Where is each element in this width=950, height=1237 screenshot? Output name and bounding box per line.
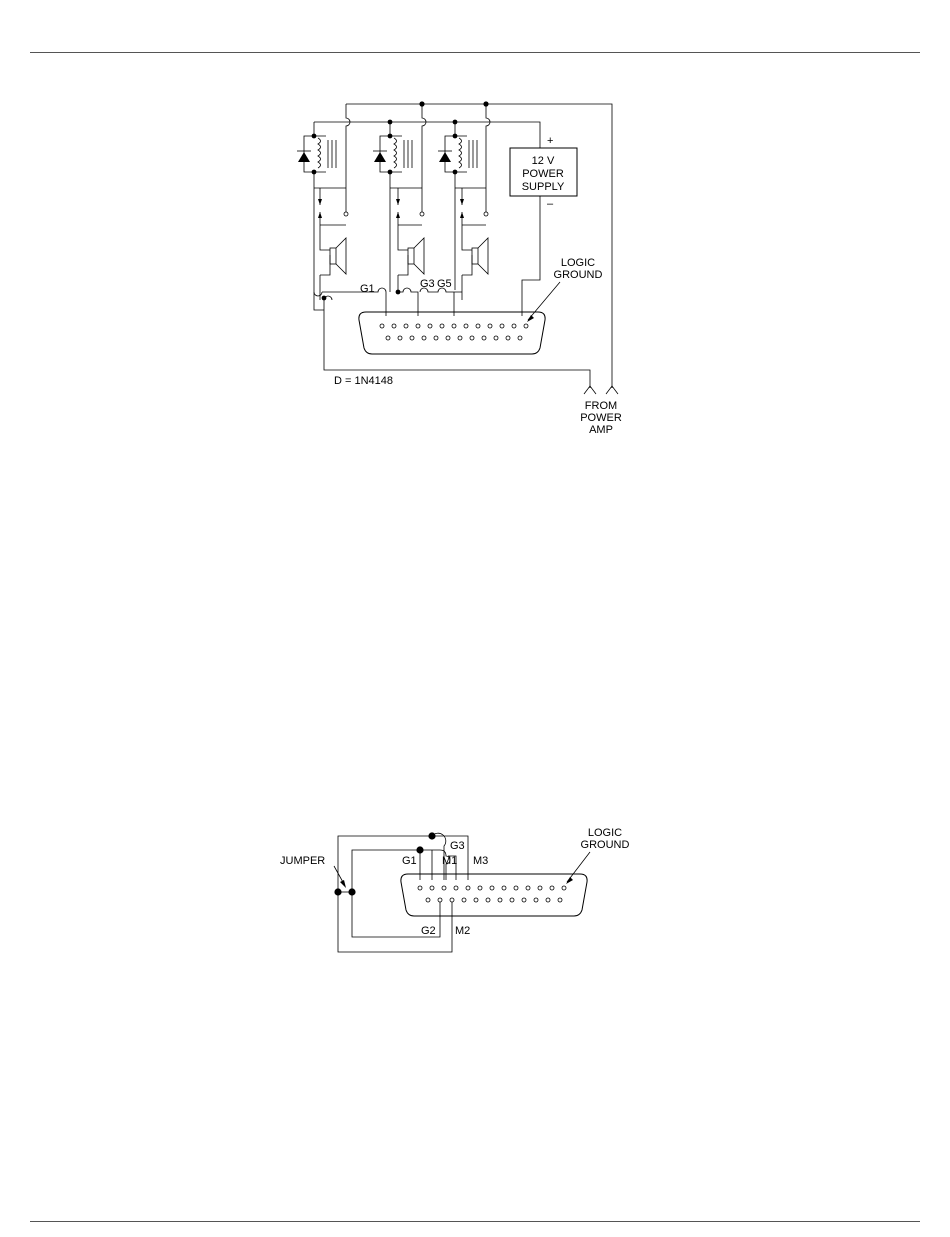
db25-connector [401,874,587,916]
logic-ground-label-line2: GROUND [581,839,630,851]
inner-loop-wire [352,850,440,937]
top-rail-wire [346,104,612,388]
power-supply-label-line2: POWER [522,168,564,180]
junction-dot [428,832,435,839]
bottom-rule [30,1221,920,1222]
jumper-dot-left [334,888,341,895]
negative-wire [522,196,540,316]
junction-dot [419,101,424,106]
connector-bottom-pins [386,336,522,340]
jumper-leader [334,866,344,884]
minus-sign: – [547,198,554,210]
junction-dot [416,846,423,853]
junction-dot [396,290,401,295]
relay-block-3 [438,120,488,300]
logic-ground-arrowhead [566,877,573,884]
diode-note: D = 1N4148 [334,375,393,387]
power-supply-label-line3: SUPPLY [522,181,565,193]
connector-top-pins [418,886,566,890]
power-amp-terminals [584,386,618,394]
connector-bottom-pins [426,898,562,902]
connector-top-pins [380,324,528,328]
junction-dot [322,296,327,301]
logic-ground-label-line1: LOGIC [588,827,622,839]
label-g5: G5 [437,278,452,290]
source-label-line1: FROM [585,400,617,412]
outer-loop-wire [338,836,452,952]
power-supply-label-line1: 12 V [532,155,555,167]
jumper-label: JUMPER [280,855,325,867]
rail-drop-3 [486,104,490,215]
logic-ground-label-line2: GROUND [554,269,603,281]
label-g2: G2 [421,925,436,937]
g3-m3-wire [432,833,468,880]
label-m2: M2 [455,925,470,937]
label-m3: M3 [473,855,488,867]
label-g3: G3 [420,278,435,290]
rail-drop-2 [422,104,426,215]
label-g1: G1 [402,855,417,867]
label-g1: G1 [360,283,375,295]
label-m1: M1 [442,855,457,867]
source-label-line2: POWER [580,412,622,424]
logic-ground-label-line1: LOGIC [561,257,595,269]
junction-dot [483,101,488,106]
top-rail-left-drop [346,104,350,215]
label-g3: G3 [450,840,465,852]
db25-connector [359,312,545,354]
logic-ground-leader [567,852,590,882]
relay-block-1 [297,122,348,300]
jumper-dot-right [348,888,355,895]
jumper-arrowhead [340,880,346,888]
source-label-line3: AMP [589,424,613,436]
m1-wire [420,850,456,880]
relay-block-2 [373,120,424,292]
plus-sign: + [547,135,553,147]
logic-ground-arrowhead [527,315,534,322]
relay-speaker-wiring-diagram: 12 V POWER SUPPLY + – G1 G3 G5 LOGIC GRO… [0,0,950,460]
